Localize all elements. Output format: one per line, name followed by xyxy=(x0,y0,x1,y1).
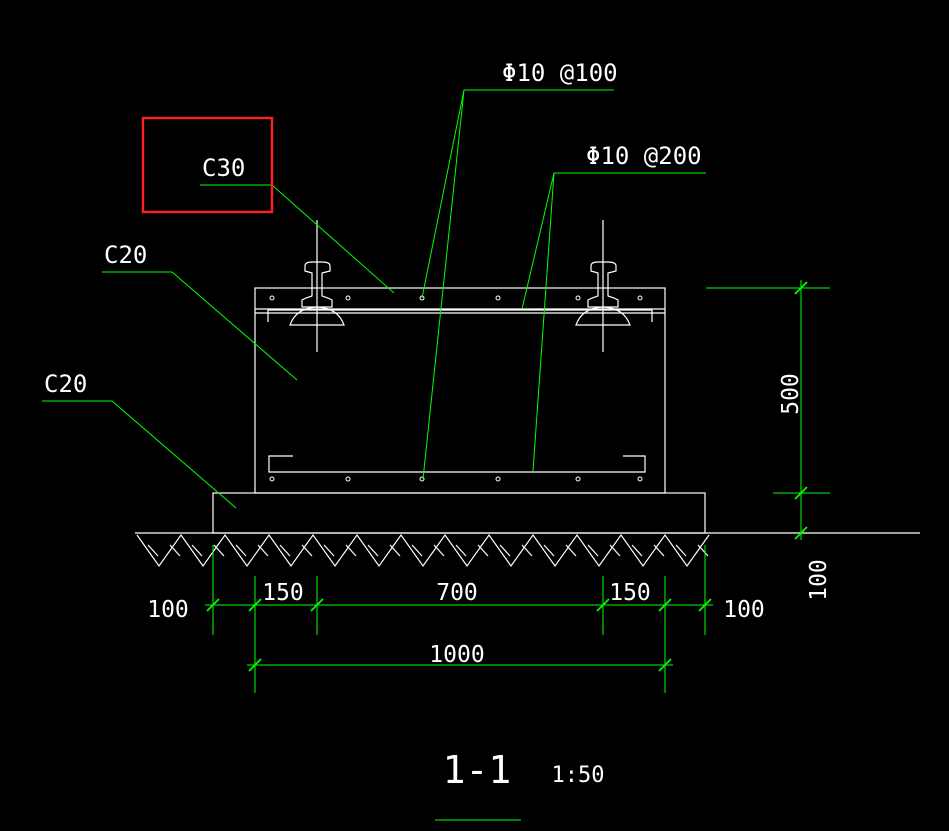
hatch-stroke xyxy=(477,544,489,557)
section-scale: 1:50 xyxy=(552,763,605,788)
dim-right-margin: 150 xyxy=(609,580,651,606)
hatch-stroke xyxy=(455,544,467,557)
rail-right-profile xyxy=(587,261,619,308)
bottom-rebar xyxy=(268,455,646,473)
hatch-zigzag xyxy=(136,533,710,568)
dim-tick-top xyxy=(794,281,808,295)
dim-center: 700 xyxy=(436,580,478,606)
tick-r2-1 xyxy=(248,658,262,672)
rebar-dot xyxy=(575,295,581,301)
rail-left xyxy=(289,220,345,352)
hatch-stroke xyxy=(191,544,203,557)
rebar-dots xyxy=(269,295,643,482)
hatch-stroke xyxy=(367,544,379,557)
rebar-dot xyxy=(495,295,501,301)
rebar-dot xyxy=(637,476,643,482)
hatch-stroke xyxy=(235,544,247,557)
top-rebar xyxy=(267,309,653,322)
tick-r1-5 xyxy=(658,598,672,612)
tick-r2-2 xyxy=(658,658,672,672)
label-c20-block: C20 xyxy=(104,241,147,269)
tick-r1-2 xyxy=(248,598,262,612)
tick-r1-4 xyxy=(596,598,610,612)
tick-r1-6 xyxy=(698,598,712,612)
hatch-stroke xyxy=(411,544,423,557)
rebar-dot xyxy=(269,295,275,301)
hatch-stroke xyxy=(609,544,621,557)
horizontal-dimensions xyxy=(205,545,713,693)
hatch-stroke xyxy=(543,544,555,557)
label-c30: C30 xyxy=(202,154,245,182)
base-slab xyxy=(212,492,706,534)
hatch-stroke xyxy=(631,544,643,557)
rebar-dot xyxy=(575,476,581,482)
leader-c20-block xyxy=(102,271,298,381)
leader-rebar-main-top xyxy=(421,89,614,299)
hatch-stroke xyxy=(521,544,533,557)
hatch-stroke xyxy=(279,544,291,557)
dim-base-right: 100 xyxy=(723,597,765,623)
dim-total-width: 1000 xyxy=(429,642,484,668)
ground-hatching xyxy=(136,533,710,568)
hatch-stroke xyxy=(301,544,313,557)
section-title: 1-1 xyxy=(443,748,512,792)
hatch-stroke xyxy=(433,544,445,557)
main-block xyxy=(254,287,666,494)
highlight-box xyxy=(141,116,274,214)
dim-tick-mid xyxy=(794,486,808,500)
tick-r1-1 xyxy=(206,598,220,612)
rail-right-pad xyxy=(575,306,631,326)
rail-left-pad xyxy=(289,306,345,326)
rebar-dot xyxy=(345,476,351,482)
hatch-stroke xyxy=(257,544,269,557)
vertical-dimensions xyxy=(706,280,830,540)
dim-base-left: 100 xyxy=(147,597,189,623)
hatch-stroke xyxy=(587,544,599,557)
leader-rebar-dist-bottom xyxy=(532,172,555,472)
hatch-stroke xyxy=(169,544,181,557)
rebar-dot xyxy=(495,476,501,482)
hatch-stroke xyxy=(499,544,511,557)
label-rebar-main: Φ10 @100 xyxy=(502,59,618,87)
ground xyxy=(135,532,920,568)
hatch-stroke xyxy=(653,544,665,557)
dim-tick-bottom xyxy=(794,526,808,540)
leader-c20-base xyxy=(42,400,237,509)
hatch-stroke xyxy=(565,544,577,557)
rebar-dot xyxy=(637,295,643,301)
dim-height-block: 500 xyxy=(778,373,804,415)
hatch-stroke xyxy=(323,544,335,557)
rail-left-profile xyxy=(301,261,333,308)
rail-right xyxy=(575,220,631,352)
dim-height-base: 100 xyxy=(806,559,832,601)
rebar-dot xyxy=(419,476,425,482)
hatch-stroke xyxy=(147,544,159,557)
label-rebar-dist: Φ10 @200 xyxy=(586,142,702,170)
hatch-stroke xyxy=(675,544,687,557)
hatch-stroke xyxy=(213,544,225,557)
label-c20-base: C20 xyxy=(44,370,87,398)
hatch-stroke xyxy=(345,544,357,557)
dim-left-margin: 150 xyxy=(262,580,304,606)
hatch-stroke xyxy=(389,544,401,557)
leader-c30 xyxy=(200,184,395,294)
tick-r1-3 xyxy=(310,598,324,612)
rebar-dot xyxy=(345,295,351,301)
rebar-dot xyxy=(269,476,275,482)
hatch-stroke xyxy=(697,544,709,557)
leader-rebar-main-bottom xyxy=(422,89,465,480)
